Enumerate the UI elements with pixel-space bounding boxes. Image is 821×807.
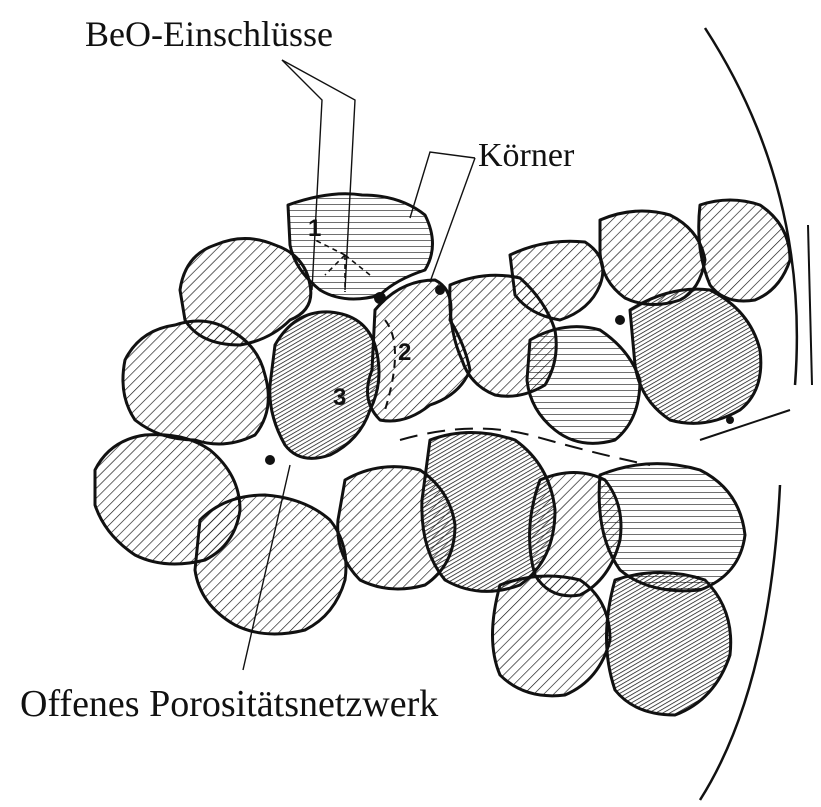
grain — [699, 200, 790, 301]
label-grains: Körner — [478, 137, 575, 174]
grain — [493, 576, 611, 696]
grain — [270, 312, 379, 458]
grains-group — [95, 194, 790, 715]
path-number-2: 2 — [398, 339, 411, 366]
leader-grains — [430, 158, 475, 282]
label-beo-inclusions: BeO-Einschlüsse — [85, 14, 333, 54]
grain — [527, 327, 640, 444]
label-open-porosity: Offenes Porositätsnetzwerk — [20, 683, 438, 725]
path-number-3: 3 — [333, 384, 346, 411]
grain — [607, 573, 731, 716]
grain — [630, 289, 761, 423]
outer-boundary-tick — [808, 225, 812, 385]
grain — [195, 495, 346, 634]
